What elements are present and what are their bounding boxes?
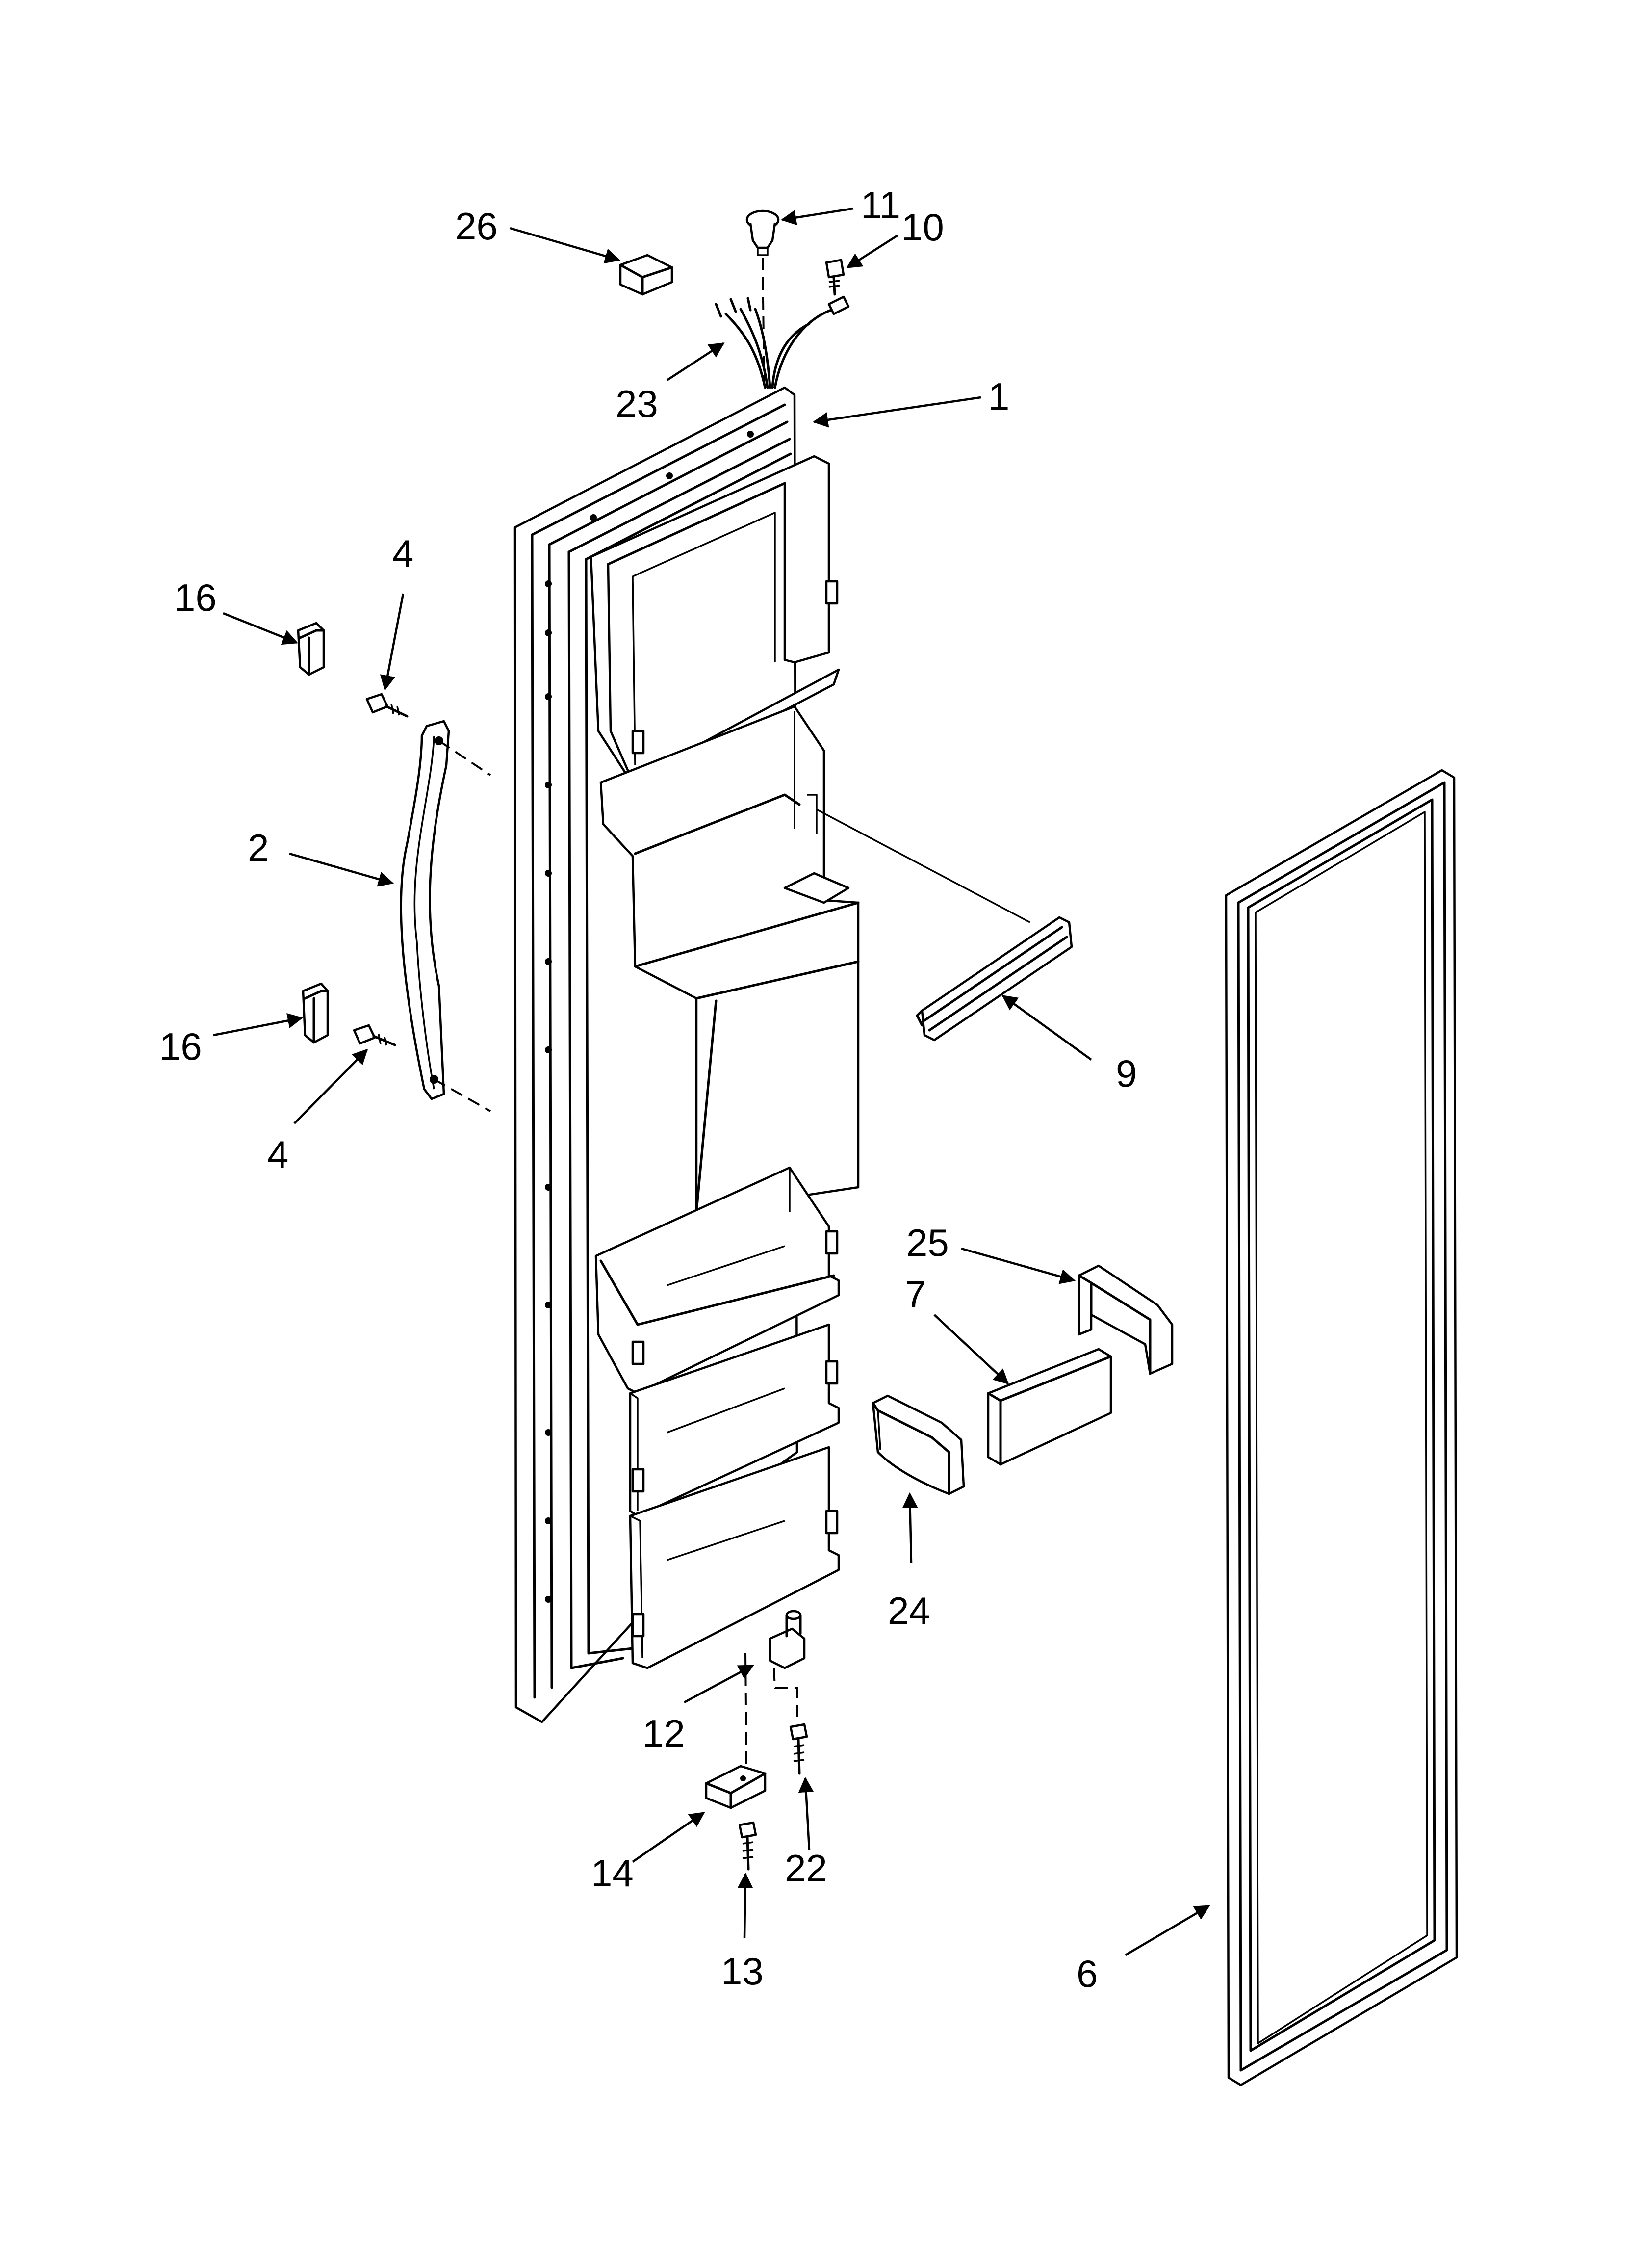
trim-alignment-line — [816, 808, 1030, 923]
bin-panel-7 — [987, 1348, 1112, 1466]
door-mounting-holes — [545, 431, 754, 1603]
callout-25: 25 — [906, 1221, 949, 1264]
callout-1: 1 — [988, 375, 1009, 418]
door-gasket — [1225, 769, 1458, 2086]
callout-9: 9 — [1116, 1052, 1137, 1095]
callout-labels: 26 11 10 23 1 16 4 2 16 4 9 25 7 24 12 1… — [159, 183, 1137, 1995]
handle-screw-lower — [353, 1024, 396, 1046]
callout-4-upper: 4 — [392, 532, 413, 575]
clip-25 — [1078, 1264, 1174, 1375]
callout-2: 2 — [248, 826, 269, 869]
door-handle — [400, 720, 450, 1100]
light-switch — [745, 209, 780, 256]
door-assembly — [513, 386, 860, 1723]
callout-24: 24 — [888, 1589, 930, 1632]
callout-16-lower: 16 — [159, 1025, 202, 1068]
switch-alignment-line — [762, 257, 765, 383]
callout-10: 10 — [901, 206, 944, 249]
clip-24 — [872, 1394, 965, 1495]
callout-7: 7 — [905, 1273, 926, 1316]
leader-lines — [213, 207, 1210, 1956]
hinge-bracket-14 — [705, 1765, 767, 1809]
dispenser-trim — [916, 916, 1073, 1042]
screw-13 — [738, 1821, 757, 1871]
handle-cap-upper — [297, 622, 325, 676]
callout-16-upper: 16 — [174, 576, 217, 619]
screw-22 — [789, 1723, 808, 1775]
callout-6: 6 — [1077, 1952, 1098, 1995]
handle-top-line — [438, 740, 491, 776]
handle-bottom-line — [434, 1078, 491, 1112]
handle-screw-upper — [365, 693, 409, 718]
hinge-alignment-line — [773, 1668, 798, 1717]
wire-harness — [715, 295, 850, 389]
callout-12: 12 — [642, 1712, 685, 1755]
connector-plug — [619, 254, 673, 296]
hinge-pin-12 — [769, 1610, 806, 1669]
callout-4-lower: 4 — [267, 1133, 288, 1176]
callout-13: 13 — [721, 1950, 764, 1993]
callout-23: 23 — [616, 382, 658, 425]
handle-cap-lower — [302, 982, 329, 1044]
screw-10 — [825, 259, 845, 296]
callout-14: 14 — [591, 1851, 634, 1895]
callout-26: 26 — [455, 205, 498, 248]
callout-22: 22 — [785, 1847, 827, 1890]
callout-11: 11 — [861, 183, 900, 227]
